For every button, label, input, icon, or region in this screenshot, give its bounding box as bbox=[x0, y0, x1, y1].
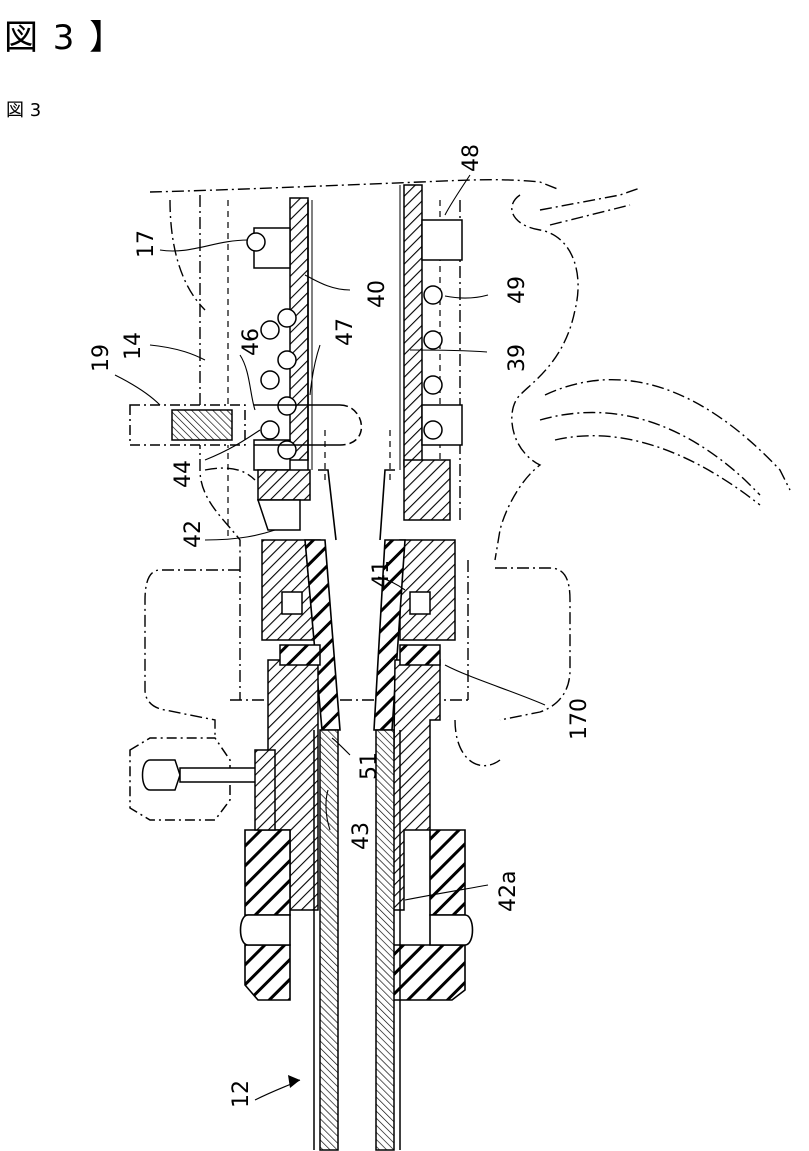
label-49: 49 bbox=[505, 276, 530, 304]
tapered-seal bbox=[305, 470, 405, 730]
reference-labels: 17 14 19 46 47 40 48 49 39 44 42 41 170 … bbox=[89, 144, 592, 1108]
label-43: 43 bbox=[349, 822, 374, 850]
hose-arrowhead bbox=[288, 1075, 300, 1088]
label-48: 48 bbox=[459, 144, 484, 172]
label-170: 170 bbox=[567, 698, 592, 740]
label-42: 42 bbox=[181, 520, 206, 548]
housing-outline bbox=[145, 180, 790, 766]
label-17: 17 bbox=[134, 230, 159, 258]
label-14: 14 bbox=[121, 332, 146, 360]
label-39: 39 bbox=[505, 344, 530, 372]
label-42a: 42a bbox=[496, 871, 521, 912]
side-clip bbox=[130, 738, 275, 830]
lower-body bbox=[268, 645, 440, 910]
mid-collar bbox=[258, 460, 455, 640]
label-19: 19 bbox=[89, 344, 114, 372]
label-12: 12 bbox=[229, 1080, 254, 1108]
label-44: 44 bbox=[171, 460, 196, 488]
label-51: 51 bbox=[357, 752, 382, 780]
label-41: 41 bbox=[369, 560, 394, 588]
label-47: 47 bbox=[333, 318, 358, 346]
label-46: 46 bbox=[239, 328, 264, 356]
nut-lower bbox=[241, 830, 473, 1000]
label-40: 40 bbox=[365, 280, 390, 308]
